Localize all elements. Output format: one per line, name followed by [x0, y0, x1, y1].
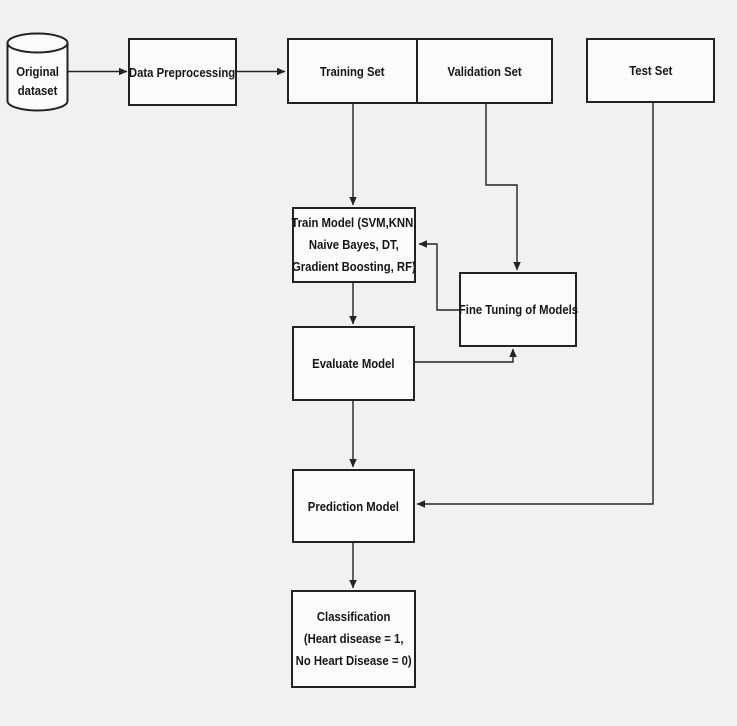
- arrow-finetuning-to-trainmodel: [418, 240, 459, 311]
- node-original-dataset-label: Original dataset: [7, 58, 68, 104]
- train-model-line1: Train Model (SVM,KNN,: [291, 215, 417, 230]
- node-train-model: Train Model (SVM,KNN, Naive Bayes, DT, G…: [291, 207, 417, 283]
- prediction-model-label: Prediction Model: [307, 498, 400, 514]
- original-dataset-line2: dataset: [17, 83, 58, 98]
- node-evaluate-model: Evaluate Model: [292, 326, 415, 401]
- classification-line1: Classification: [316, 609, 391, 624]
- node-fine-tuning: Fine Tuning of Models: [458, 272, 578, 347]
- test-set-label: Test Set: [628, 63, 673, 78]
- data-preprocessing-label: Data Preprocessing: [129, 64, 236, 80]
- node-validation-set: Validation Set: [416, 38, 553, 104]
- original-dataset-cylinder: [6, 32, 69, 112]
- node-classification: Classification (Heart disease = 1, No He…: [291, 590, 416, 688]
- fine-tuning-label: Fine Tuning of Models: [458, 302, 578, 317]
- original-dataset-line1: Original: [16, 64, 59, 79]
- classification-line3: No Heart Disease = 0): [295, 653, 412, 668]
- train-model-line3: Gradient Boosting, RF): [292, 259, 416, 274]
- classification-line2: (Heart disease = 1,: [303, 631, 404, 646]
- node-test-set: Test Set: [586, 38, 715, 103]
- validation-set-label: Validation Set: [447, 63, 522, 79]
- arrow-testset-to-prediction: [416, 103, 654, 508]
- node-training-set: Training Set: [287, 38, 418, 104]
- node-prediction-model: Prediction Model: [292, 469, 415, 543]
- arrow-evaluate-to-finetuning: [415, 348, 517, 363]
- node-data-preprocessing: Data Preprocessing: [128, 38, 237, 106]
- train-model-line2: Naive Bayes, DT,: [309, 237, 399, 252]
- training-set-label: Training Set: [320, 63, 385, 79]
- evaluate-model-label: Evaluate Model: [312, 356, 395, 371]
- arrow-validation-to-finetuning: [485, 104, 521, 271]
